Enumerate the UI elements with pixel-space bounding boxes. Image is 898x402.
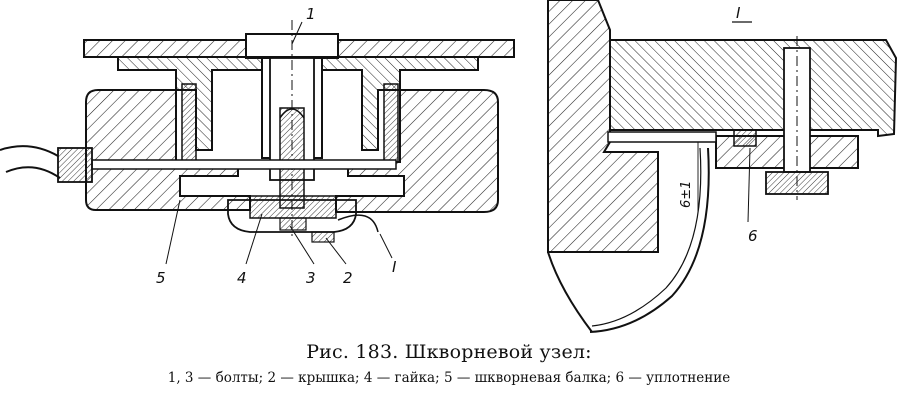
main-section-view: 1 5 4 3 2 I bbox=[0, 5, 515, 287]
callout-6: 6 bbox=[748, 227, 758, 245]
nut-4 bbox=[249, 195, 337, 219]
detail-bolt-head bbox=[765, 171, 829, 195]
upper-pivot-housing bbox=[117, 56, 479, 151]
figure-legend: 1, 3 — болты; 2 — крышка; 4 — гайка; 5 —… bbox=[167, 370, 731, 386]
callout-3: 3 bbox=[306, 269, 316, 287]
figure-caption: Рис. 183. Шкворневой узел: bbox=[306, 341, 592, 363]
hose-fitting bbox=[0, 145, 93, 183]
oil-channel bbox=[91, 159, 397, 170]
liner-left bbox=[181, 83, 197, 163]
callout-2: 2 bbox=[343, 269, 353, 287]
detail-upper-plate bbox=[609, 39, 898, 138]
callout-4: 4 bbox=[237, 269, 247, 287]
detail-circle bbox=[337, 214, 379, 233]
callout-5: 5 bbox=[156, 269, 166, 287]
bolt-3-head bbox=[279, 217, 307, 231]
bolt-3-shank bbox=[279, 107, 305, 209]
callout-detail-marker: I bbox=[392, 258, 397, 276]
detail-view-I: I 6±1 6 bbox=[547, 0, 898, 333]
detail-title: I bbox=[736, 4, 741, 22]
liner-right bbox=[383, 83, 399, 163]
callout-1: 1 bbox=[306, 5, 316, 23]
pivot-beam-left bbox=[85, 89, 251, 211]
pivot-beam-right bbox=[335, 89, 499, 213]
seal-6 bbox=[733, 129, 757, 147]
dimension-label: 6±1 bbox=[679, 181, 694, 208]
